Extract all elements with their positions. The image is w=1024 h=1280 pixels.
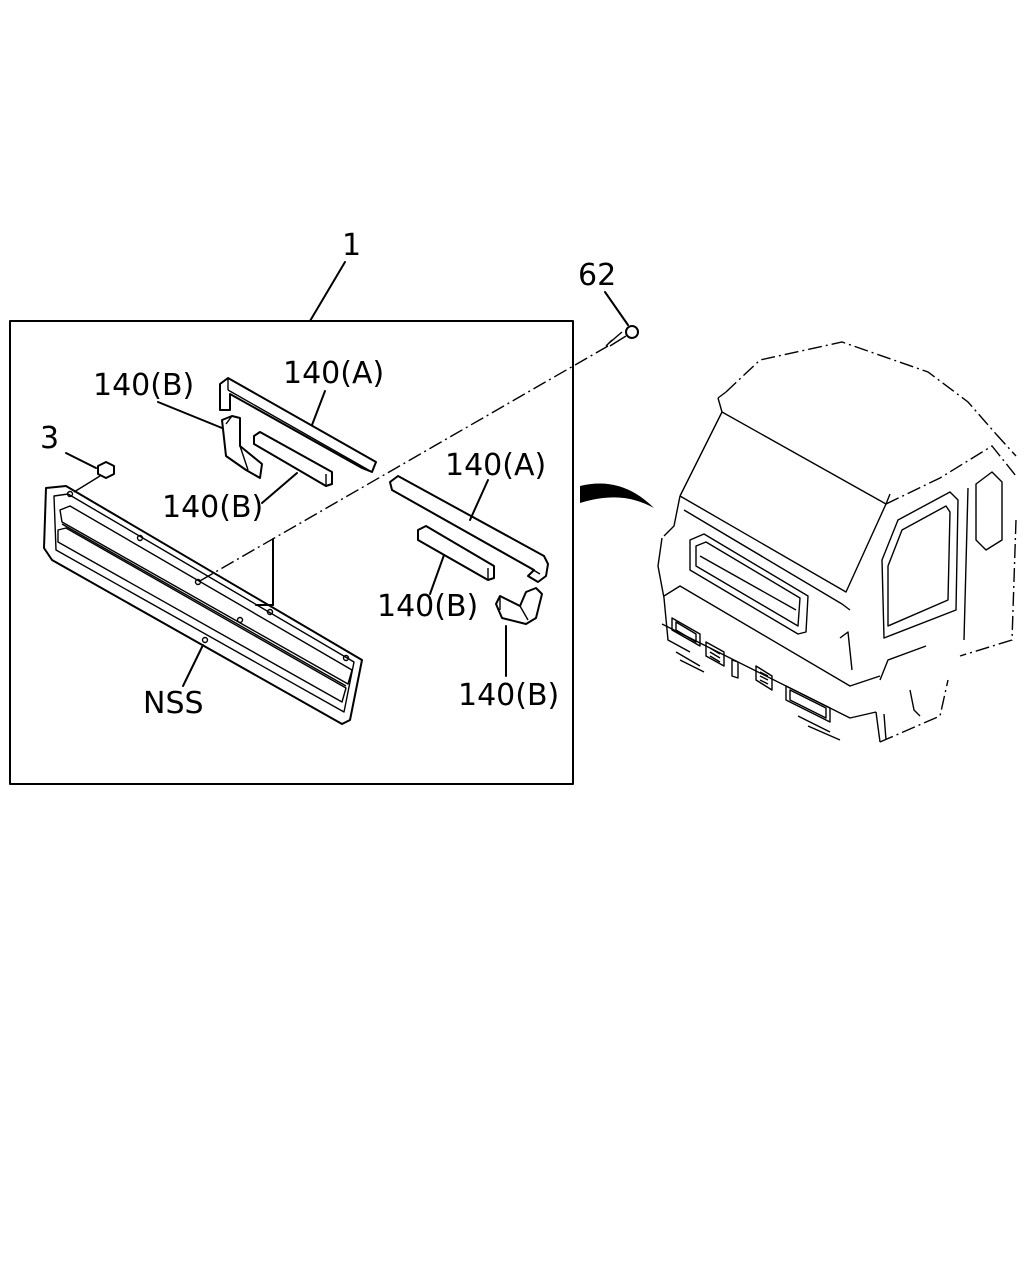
callout-trim-a-left: 140(A) [283, 356, 384, 391]
trim-b-mid-right-part [417, 525, 495, 581]
location-arrow [580, 483, 654, 508]
trim-b-top-left-part [221, 415, 263, 479]
leader-trim-b-top-left [157, 401, 223, 429]
trim-a-left-part [219, 377, 377, 473]
callout-grille: NSS [143, 686, 204, 721]
trim-b-mid-left-part [253, 431, 333, 487]
callout-trim-b-bottom-right: 140(B) [458, 678, 559, 713]
bolt-part [73, 461, 115, 493]
assembly-frame [9, 320, 574, 785]
callout-trim-b-top-left: 140(B) [93, 368, 194, 403]
alignment-line-screw [197, 345, 609, 583]
leader-trim-b-mid-right [429, 554, 445, 595]
truck-cab-illustration [657, 341, 1017, 743]
callout-bolt: 3 [40, 421, 59, 456]
callout-screw: 62 [578, 258, 616, 293]
leader-bolt [65, 452, 97, 469]
callout-trim-b-mid-left: 140(B) [162, 490, 263, 525]
callout-assembly: 1 [342, 228, 361, 263]
callout-trim-b-mid-right: 140(B) [377, 589, 478, 624]
screw-part [605, 325, 639, 347]
trim-b-bottom-right-part [495, 587, 543, 625]
leader-trim-b-mid-left [261, 472, 298, 504]
leader-screw [604, 291, 629, 326]
leader-trim-a-left [311, 390, 326, 426]
leader-trim-a-right [469, 479, 489, 521]
leader-grille [182, 644, 204, 687]
leader-assembly [309, 261, 346, 322]
grille-part [43, 485, 363, 725]
callout-trim-a-right: 140(A) [445, 448, 546, 483]
